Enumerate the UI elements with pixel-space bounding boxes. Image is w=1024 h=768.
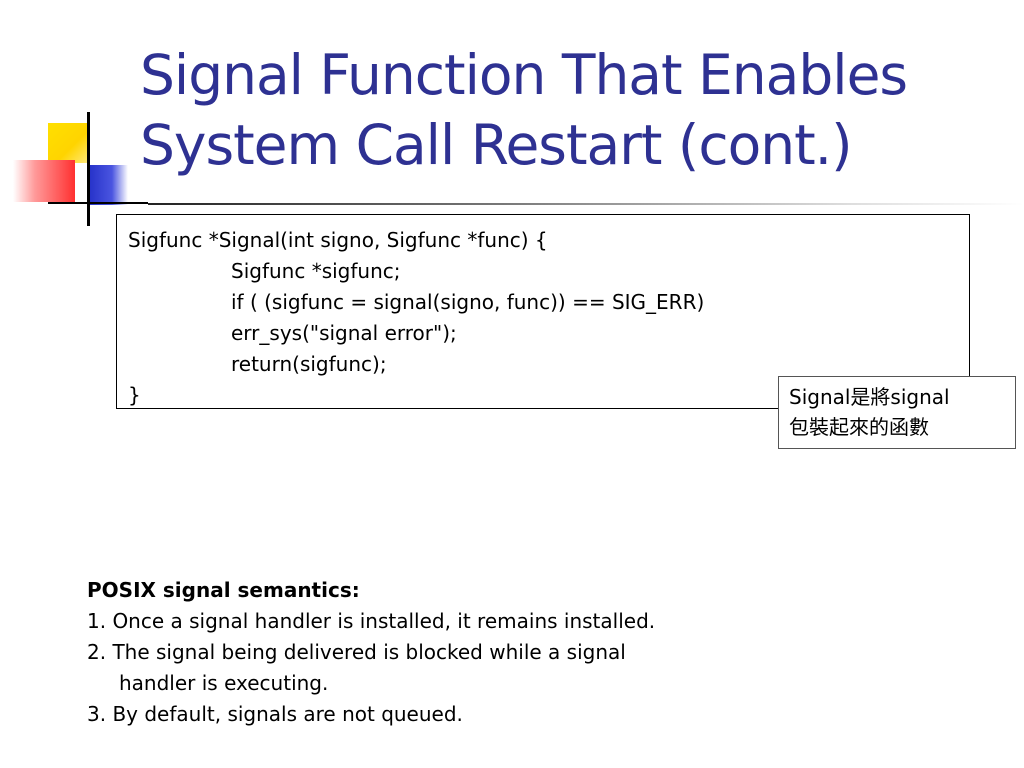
- title-underline-rule: [148, 203, 1024, 205]
- code-block: Sigfunc *Signal(int signo, Sigfunc *func…: [116, 214, 970, 409]
- posix-item-continuation: handler is executing.: [119, 671, 329, 695]
- note-line: 包裝起來的函數: [789, 415, 929, 439]
- note-line: Signal是將signal: [789, 385, 950, 409]
- decorative-yellow-square: [48, 123, 88, 163]
- decorative-vertical-line: [87, 112, 90, 226]
- slide-title: Signal Function That Enables System Call…: [140, 40, 1000, 180]
- posix-item: 3. By default, signals are not queued.: [87, 702, 463, 726]
- decorative-blue-square: [88, 165, 128, 205]
- posix-semantics-list: POSIX signal semantics: 1. Once a signal…: [87, 575, 787, 730]
- code-line: err_sys("signal error");: [231, 321, 457, 345]
- code-line: Sigfunc *sigfunc;: [231, 259, 401, 283]
- code-line: Sigfunc *Signal(int signo, Sigfunc *func…: [128, 228, 548, 252]
- slide-title-line-2: System Call Restart (cont.): [140, 113, 853, 177]
- posix-heading: POSIX signal semantics:: [87, 578, 360, 602]
- slide-title-line-1: Signal Function That Enables: [140, 43, 908, 107]
- code-line: return(sigfunc);: [231, 352, 387, 376]
- decorative-horizontal-line: [48, 202, 148, 204]
- code-line: }: [128, 383, 141, 407]
- code-line: if ( (sigfunc = signal(signo, func)) == …: [231, 290, 705, 314]
- posix-item: 2. The signal being delivered is blocked…: [87, 640, 626, 664]
- posix-item: 1. Once a signal handler is installed, i…: [87, 609, 656, 633]
- annotation-note: Signal是將signal 包裝起來的函數: [778, 376, 1016, 449]
- decorative-red-square: [13, 160, 75, 202]
